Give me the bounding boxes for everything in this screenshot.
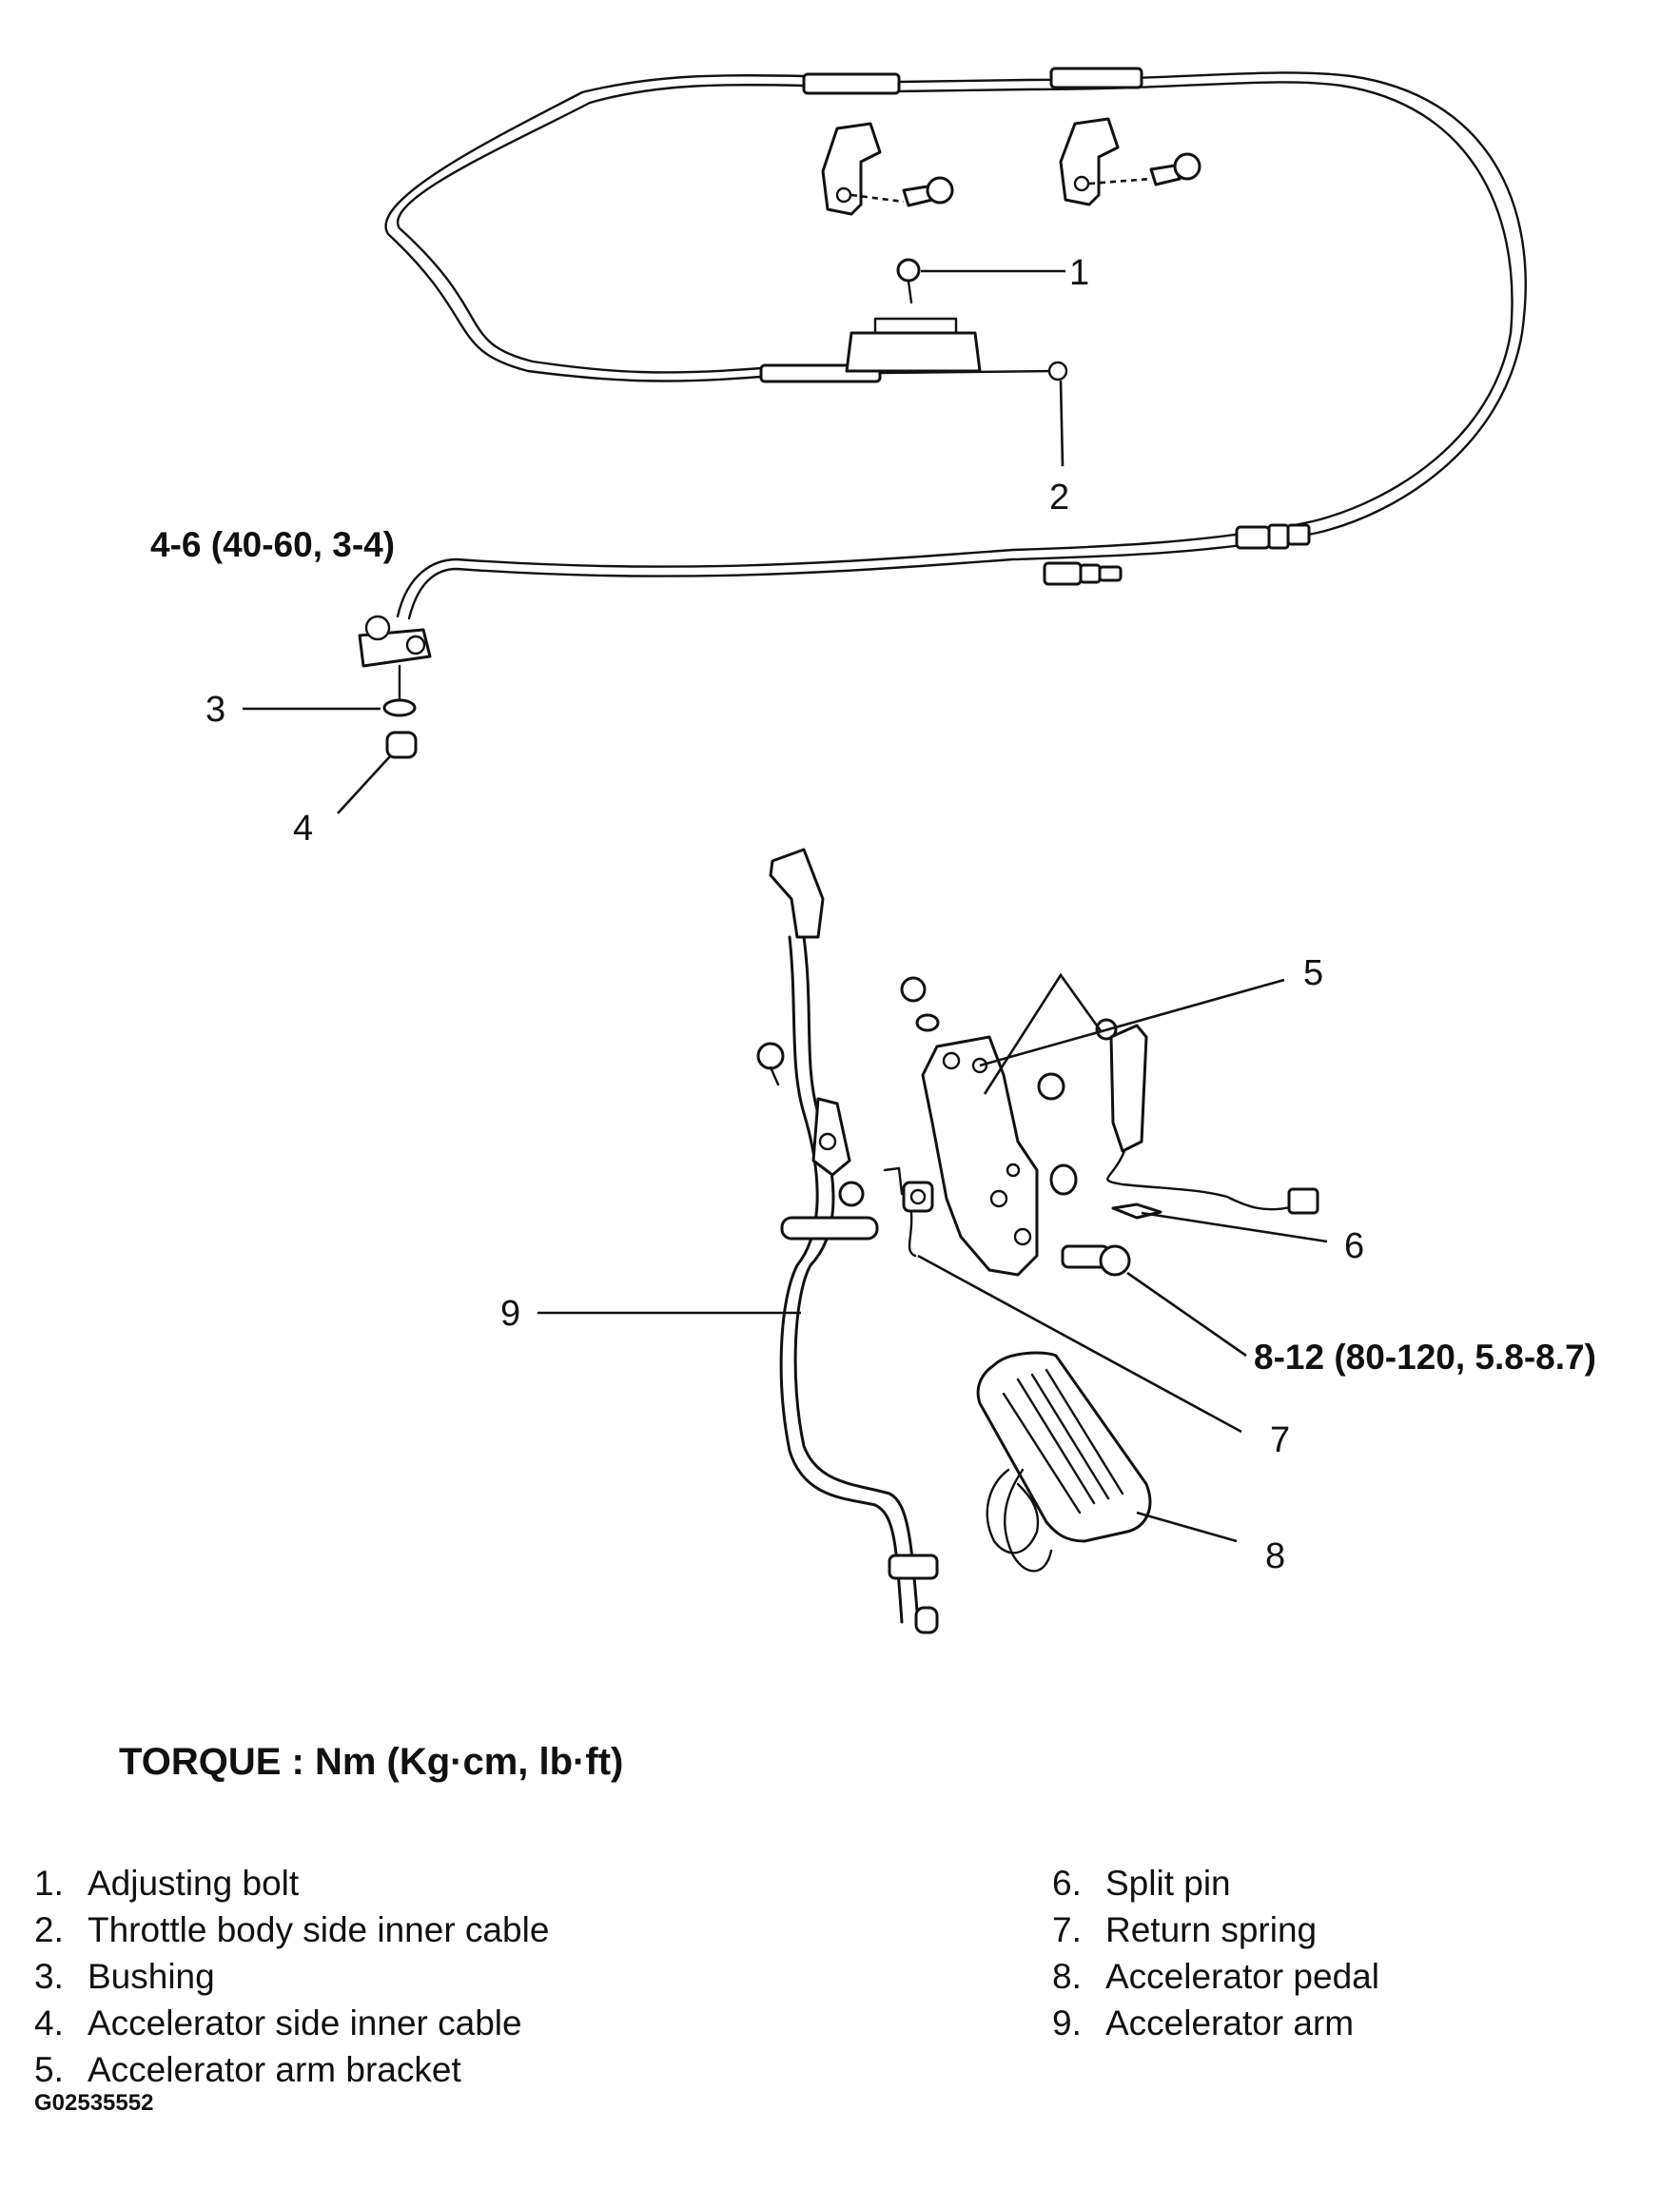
adjusting-bolt xyxy=(845,258,982,373)
bracket-washer xyxy=(1049,1163,1078,1196)
legend-item: 5.Accelerator arm bracket xyxy=(34,2050,461,2089)
callout-1: 1 xyxy=(1069,253,1089,293)
callout-7: 7 xyxy=(1270,1420,1290,1460)
accelerator-arm-bracket xyxy=(900,976,1131,1277)
accelerator-pedal xyxy=(976,1351,1152,1573)
clip-bolt xyxy=(1149,164,1182,186)
cable-clip xyxy=(821,122,954,216)
cable-adjuster-nut xyxy=(1043,561,1123,586)
bracket-nut xyxy=(1037,1072,1065,1101)
cable-sleeve xyxy=(802,72,901,95)
legend-item: 3.Bushing xyxy=(34,1957,215,1996)
bushing xyxy=(382,698,417,717)
legend-item: 4.Accelerator side inner cable xyxy=(34,2004,522,2043)
cable-clip xyxy=(1059,117,1201,206)
arm-bolt xyxy=(756,1042,785,1070)
pedal-switch xyxy=(1095,1018,1319,1220)
torque-heading: TORQUE : Nm (Kg·cm, lb·ft) xyxy=(119,1741,624,1783)
cable-end-nipple xyxy=(1047,361,1068,381)
callout-6: 6 xyxy=(1344,1226,1364,1266)
legend-item: 1.Adjusting bolt xyxy=(34,1864,300,1903)
legend-item: 7.Return spring xyxy=(1052,1910,1318,1949)
callout-2: 2 xyxy=(1049,478,1069,518)
callout-8: 8 xyxy=(1265,1536,1285,1576)
legend-item: 6.Split pin xyxy=(1052,1864,1231,1903)
return-spring xyxy=(883,1166,934,1258)
cable-adjuster-nut xyxy=(1235,523,1311,550)
parts-legend-left: 1.Adjusting bolt 2.Throttle body side in… xyxy=(34,1860,549,2093)
callout-3: 3 xyxy=(205,690,225,730)
legend-item: 9.Accelerator arm xyxy=(1052,2004,1355,2043)
legend-item: 2.Throttle body side inner cable xyxy=(34,1910,550,1949)
figure-code: G02535552 xyxy=(34,2090,154,2116)
torque-bracket-bolt: 8-12 (80-120, 5.8-8.7) xyxy=(1254,1338,1596,1377)
callout-5: 5 xyxy=(1303,953,1323,993)
inner-cable-end xyxy=(385,731,418,759)
callout-9: 9 xyxy=(500,1294,520,1334)
arm-shaft xyxy=(780,1216,879,1241)
callout-numbers: 1 2 3 4 5 6 7 8 9 xyxy=(205,253,1364,1576)
callout-4: 4 xyxy=(293,809,313,849)
torque-cable-nut: 4-6 (40-60, 3-4) xyxy=(150,525,395,564)
legend-item: 8.Accelerator pedal xyxy=(1052,1957,1379,1996)
cable-sleeve xyxy=(1049,67,1143,89)
cable-end-fitting xyxy=(358,615,432,759)
arm-nut xyxy=(838,1181,865,1207)
accelerator-arm xyxy=(756,848,939,1634)
cable-bracket xyxy=(845,331,982,373)
exploded-view-diagram: 1 2 3 4 5 6 7 8 9 4-6 (40-60, 3-4) 8-12 … xyxy=(150,67,1596,1634)
leader-lines xyxy=(243,269,1328,1543)
parts-legend-right: 6.Split pin 7.Return spring 8.Accelerato… xyxy=(1052,1860,1379,2046)
